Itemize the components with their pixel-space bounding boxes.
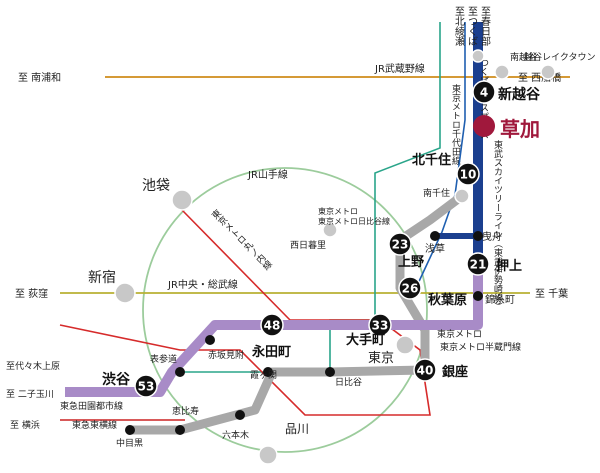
marunouchi-label: 東京メトロ丸ノ内線 [208,207,273,272]
station-shibuya-marker [134,374,158,398]
station-shinkoshigaya-marker [472,80,496,104]
station-roppongi [235,410,245,420]
station-oshiage-marker [466,252,490,276]
label-hibiya: 日比谷 [335,376,362,388]
station-minamisenju [454,188,470,204]
station-minamikoshigaya [471,49,485,63]
hanzomon-line [65,264,483,397]
label-roppongi: 六本木 [222,429,249,441]
minor-stations [114,49,556,465]
label-ikebukuro: 池袋 [142,178,170,194]
yamanote-line [142,167,428,453]
station-kitasenju-label: 北千住 [412,152,451,168]
label-tokyo: 東京 [368,350,394,366]
terminal-yokohama: 至 横浜 [10,419,40,431]
label-shinagawa: 品川 [285,422,309,436]
terminal-kasukabe: 至春日部 [479,6,491,47]
transfer-stations [125,231,483,435]
terminal-ogikubo: 至 荻窪 [15,287,48,300]
station-ebisu [175,425,185,435]
station-shinkoshigaya-minutes: 4 [480,86,488,100]
label-kasumigaseki: 霞ヶ関 [250,370,277,381]
terminal-futakotamagawa: 至 二子玉川 [6,389,54,400]
station-kitasenju-minutes: 10 [460,168,477,182]
label-asakusa: 浅草 [425,242,445,255]
station-shibuya-label: 渋谷 [102,371,131,388]
label-kinshicho: 錦糸町 [485,293,515,306]
label-shinjuku: 新宿 [88,269,116,286]
label-akasakamitsuke: 赤坂見附 [208,349,244,361]
musashino-label: JR武蔵野線 [374,62,425,75]
station-akasakamitsuke [205,335,215,345]
main-station-marker [473,115,495,137]
label-minamisenju: 南千住 [423,187,450,199]
station-hikifune [473,231,483,241]
station-ginza-label: 銀座 [442,364,468,380]
terminal-yoyogiuehara: 至代々木上原 [6,360,60,372]
chuo-sobu-label: JR中央・総武線 [167,278,238,291]
hanzomon-label-metro: 東京メトロ [437,328,482,340]
label-ebisu: 恵比寿 [172,405,199,417]
station-koshigayalaketown [494,64,510,80]
label-nakameguro: 中目黒 [116,437,143,449]
station-oshiage-minutes: 21 [470,258,487,272]
station-oshiage-label: 押上 [496,258,522,274]
main-station-label: 草加 [500,117,540,141]
station-terminal-dot [540,64,556,80]
label-hibiya-line-north: 東京メトロ [318,206,358,216]
station-shinkoshigaya-label: 新越谷 [498,86,541,103]
tobu-skytree-label: 東武スカイツリーライン（東武伊勢崎線） [492,139,503,311]
station-ueno-marker [388,232,412,256]
terminal-minamiurawa: 至 南浦和 [18,71,61,84]
station-kasumigaseki [263,367,273,377]
station-nagatacho-label: 永田町 [251,344,291,360]
station-otemachi-minutes: 33 [372,319,389,333]
station-otemachi-label: 大手町 [346,332,385,348]
yamanote-label: JR山手線 [247,168,288,181]
label-hibiya-line-north-2: 東京メトロ日比谷線 [318,216,390,226]
station-akihabara-marker [398,276,422,300]
terminal-kitaayase: 至北綾瀬 [453,6,465,47]
station-omotesando [175,367,185,377]
station-shinjuku [114,282,136,304]
station-otemachi-marker [368,313,392,337]
station-ueno-label: 上野 [398,255,424,270]
station-akihabara-minutes: 26 [402,282,419,296]
terminal-chiba: 至 千葉 [535,287,568,300]
station-nagatacho-minutes: 48 [264,319,281,333]
toyoko-label: 東急東横線 [72,419,117,431]
chiyoda-label: 東京メトロ千代田線 [450,83,461,165]
station-asakusa [430,231,440,241]
station-akihabara-label: 秋葉原 [428,292,467,308]
station-ginza-marker [413,358,437,382]
label-minamikoshigaya: 南越谷 [510,51,537,63]
station-shinagawa [258,445,278,465]
station-kinshicho [473,291,483,301]
label-hikifune: 曳舟 [482,230,502,243]
station-kitasenju-marker [456,162,480,186]
label-omotesando: 表参道 [150,353,177,365]
station-nakameguro [125,425,135,435]
station-hibiya [325,367,335,377]
station-ginza-minutes: 40 [417,364,434,378]
station-ueno-minutes: 23 [392,238,409,252]
station-nishinippori [322,222,338,238]
station-nagatacho-marker [260,313,284,337]
denentoshi-label: 東急田園都市線 [60,400,123,412]
hibiya-line [130,192,465,435]
hanzomon-label: 東京メトロ半蔵門線 [440,341,521,353]
label-nishinippori: 西日暮里 [290,239,326,251]
station-ikebukuro [171,189,193,211]
station-shibuya-minutes: 53 [138,380,155,394]
station-tokyo [395,335,415,355]
terminal-tsukuba: 至つくば [466,6,478,46]
label-koshigayalaketown: 越谷レイクタウン [524,51,595,63]
